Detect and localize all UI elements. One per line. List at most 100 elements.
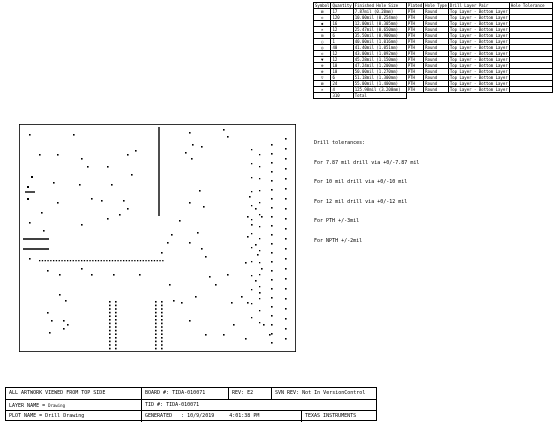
drill-hole-marker — [115, 304, 117, 307]
drill-hole-marker — [271, 297, 273, 299]
layer-name-cell: LAYER NAME = Drawing — [6, 400, 141, 411]
drill-hole-marker — [161, 311, 163, 314]
drill-hole-marker — [271, 162, 273, 164]
drill-hole-marker — [259, 154, 261, 156]
drill-hole-marker — [245, 338, 247, 340]
drill-hole-marker — [285, 188, 287, 190]
tid-value: TIDA-010071 — [166, 402, 200, 408]
drill-hole-marker — [159, 260, 161, 262]
generated-label: GENERATED — [145, 413, 173, 419]
drill-hole-marker — [53, 182, 55, 184]
drill-hole-marker — [195, 296, 197, 298]
rev-value: E2 — [247, 390, 254, 396]
drill-hole-marker — [111, 184, 113, 186]
drill-hole-marker — [63, 328, 65, 330]
row-layer-pair: Top Layer - Bottom Layer — [447, 74, 510, 81]
drill-hole-marker — [109, 311, 111, 314]
drill-hole-marker — [285, 158, 287, 160]
drill-hole-marker — [251, 261, 253, 263]
drill-hole-marker — [155, 319, 157, 321]
drill-hole-marker — [119, 214, 121, 216]
title-row-3: PLOT NAME = Drill Drawing GENERATED : 10… — [6, 410, 376, 422]
drill-hole-marker — [285, 138, 287, 140]
row-layer-pair: Top Layer - Bottom Layer — [447, 32, 510, 39]
drill-hole-marker — [51, 320, 53, 322]
drill-hole-marker — [161, 326, 163, 328]
tid-label: TID #: — [145, 402, 164, 408]
drill-hole-marker — [189, 320, 191, 322]
drill-hole-marker — [123, 200, 125, 202]
drill-hole-marker — [271, 306, 273, 308]
row-layer-pair: Top Layer - Bottom Layer — [447, 38, 510, 45]
drill-hole-marker — [233, 324, 235, 326]
drill-hole-marker — [251, 233, 253, 235]
company-name: TEXAS INSTRUMENTS — [305, 413, 357, 419]
drill-hole-marker — [271, 315, 273, 317]
drill-hole-marker — [285, 168, 287, 170]
drill-hole-marker — [271, 342, 273, 344]
drill-hole-marker — [251, 177, 253, 179]
drill-hole-marker — [247, 216, 249, 218]
drill-hole-marker — [91, 198, 93, 200]
drill-hole-marker — [271, 270, 273, 272]
drill-tolerance-notes: Drill tolerances: For 7.87 mil drill via… — [314, 127, 419, 251]
total-qty: 310 — [330, 92, 354, 99]
drill-hole-marker — [134, 260, 136, 262]
drill-hole-marker — [259, 178, 261, 180]
drill-hole-marker — [251, 289, 253, 291]
drill-hole-marker — [63, 320, 65, 322]
drill-hole-marker — [255, 280, 257, 282]
drill-hole-marker — [115, 311, 117, 314]
drill-hole-marker — [199, 190, 201, 192]
drill-hole-marker — [189, 202, 191, 204]
drill-hole-marker — [109, 315, 111, 317]
drill-hole-marker — [79, 184, 81, 186]
tid-cell: TID #: TIDA-010071 — [141, 400, 378, 411]
drill-hole-marker — [155, 311, 157, 314]
drill-hole-marker — [67, 260, 69, 262]
drill-hole-marker — [155, 337, 157, 339]
drill-hole-marker — [205, 334, 207, 336]
drill-hole-marker — [115, 326, 117, 328]
drill-table-total-row: 310 Total — [312, 92, 553, 99]
drill-hole-marker — [109, 260, 111, 262]
drill-hole-marker — [73, 134, 75, 136]
drill-hole-marker — [251, 149, 253, 151]
drill-hole-marker — [251, 247, 253, 249]
drill-hole-marker — [115, 319, 117, 321]
drill-hole-marker — [57, 154, 59, 156]
drill-hole-marker — [109, 304, 111, 307]
drill-hole-marker — [29, 222, 31, 224]
drill-hole-marker — [115, 308, 117, 310]
drill-hole-marker — [271, 261, 273, 263]
drill-hole-marker — [86, 260, 88, 262]
drill-hole-marker — [155, 315, 157, 317]
drill-hole-marker — [259, 274, 261, 276]
drill-hole-marker — [251, 205, 253, 207]
drill-hole-marker — [192, 144, 194, 146]
drill-hole-marker — [227, 274, 229, 276]
drill-hole-marker — [285, 298, 287, 300]
layer-label: LAYER NAME = — [9, 403, 46, 409]
drill-hole-marker — [109, 333, 111, 335]
drill-hole-marker — [249, 196, 251, 198]
drill-hole-marker — [109, 319, 111, 321]
drill-hole-marker — [161, 329, 163, 332]
drill-hole-marker — [47, 312, 49, 314]
drill-hole-marker — [155, 329, 157, 332]
drill-hole-marker — [155, 301, 157, 303]
note-line: Drill tolerances: — [314, 140, 366, 146]
drill-hole-marker — [205, 256, 207, 258]
row-tolerance — [508, 86, 553, 93]
drill-hole-marker — [75, 260, 77, 262]
drill-hole-marker — [215, 284, 217, 286]
drill-hole-marker — [263, 324, 265, 326]
drill-hole-marker — [245, 262, 247, 264]
drill-hole-marker — [171, 234, 173, 236]
note-line: For 10 mil drill via +0/-10 mil — [314, 179, 408, 185]
drill-hole-marker — [59, 274, 61, 276]
